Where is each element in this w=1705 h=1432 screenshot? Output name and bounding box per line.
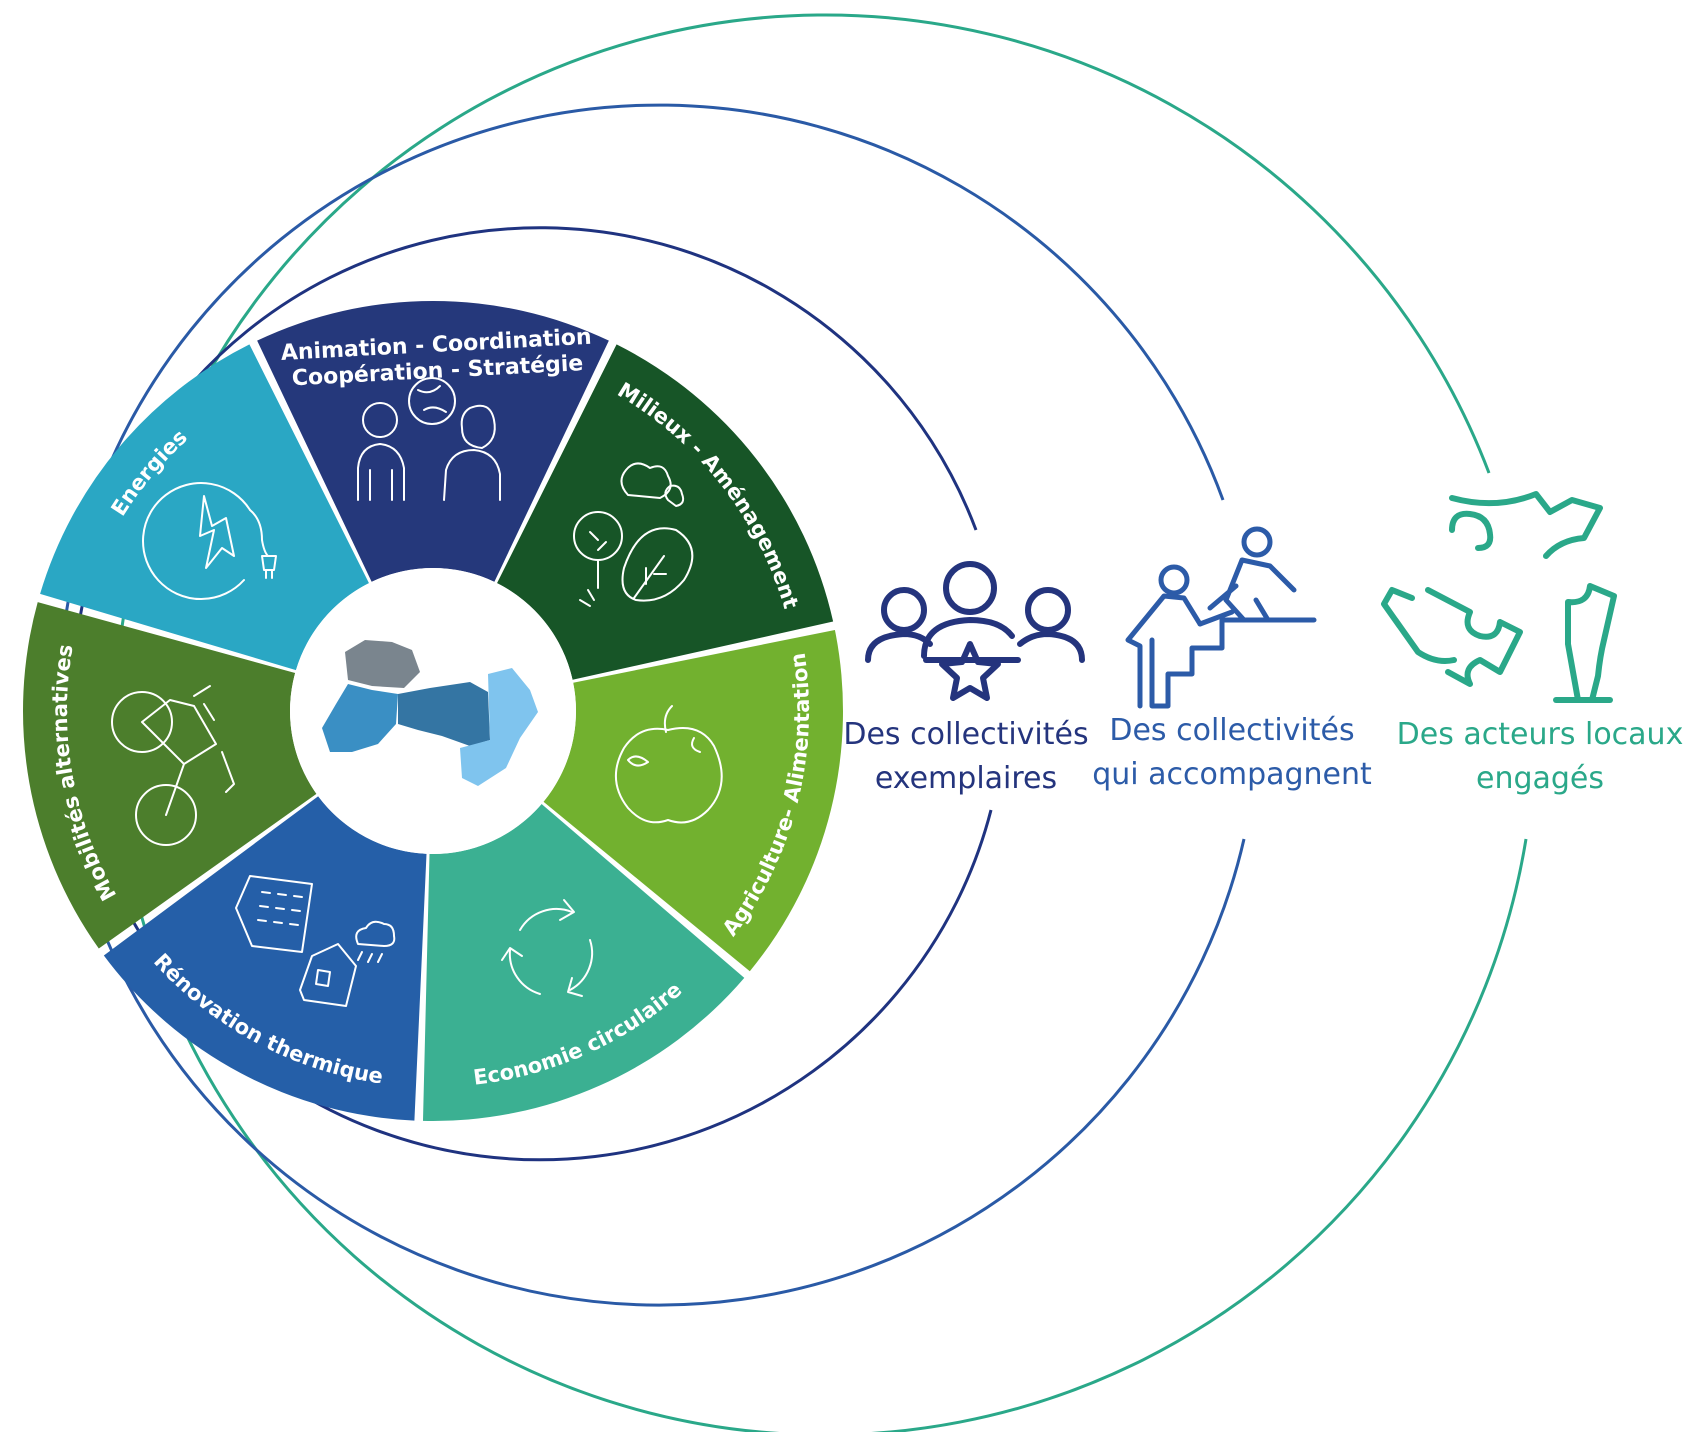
group-star-icon bbox=[865, 561, 1085, 701]
segment-animation bbox=[257, 301, 609, 582]
label-exemplaires-line2: exemplaires bbox=[875, 761, 1057, 796]
segment-economie bbox=[422, 804, 745, 1121]
label-engages-line1: Des acteurs locaux bbox=[1397, 717, 1684, 752]
segment-agriculture bbox=[543, 629, 843, 972]
trees-icon bbox=[573, 462, 694, 607]
label-accompagnent-line1: Des collectivités bbox=[1109, 713, 1354, 748]
helping-climb-icon bbox=[1125, 526, 1317, 709]
buildings-icon bbox=[235, 875, 396, 1007]
segment-renovation bbox=[103, 796, 427, 1121]
lightning-plug-icon bbox=[142, 482, 277, 601]
label-accompagnent-line2: qui accompagnent bbox=[1092, 757, 1372, 792]
bicycle-icon bbox=[111, 685, 235, 846]
people-globe-icon bbox=[357, 377, 501, 501]
apple-icon bbox=[614, 705, 723, 824]
label-engages-line2: engagés bbox=[1476, 761, 1604, 796]
thematic-wheel bbox=[22, 301, 843, 1121]
territory-map-icon bbox=[322, 640, 538, 786]
segment-energies bbox=[40, 344, 369, 671]
label-exemplaires-line1: Des collectivités bbox=[843, 717, 1088, 752]
hands-puzzle-icon bbox=[1381, 491, 1617, 703]
segment-mobilites bbox=[22, 602, 317, 949]
segment-milieux bbox=[497, 344, 834, 680]
recycle-icon bbox=[501, 899, 593, 997]
